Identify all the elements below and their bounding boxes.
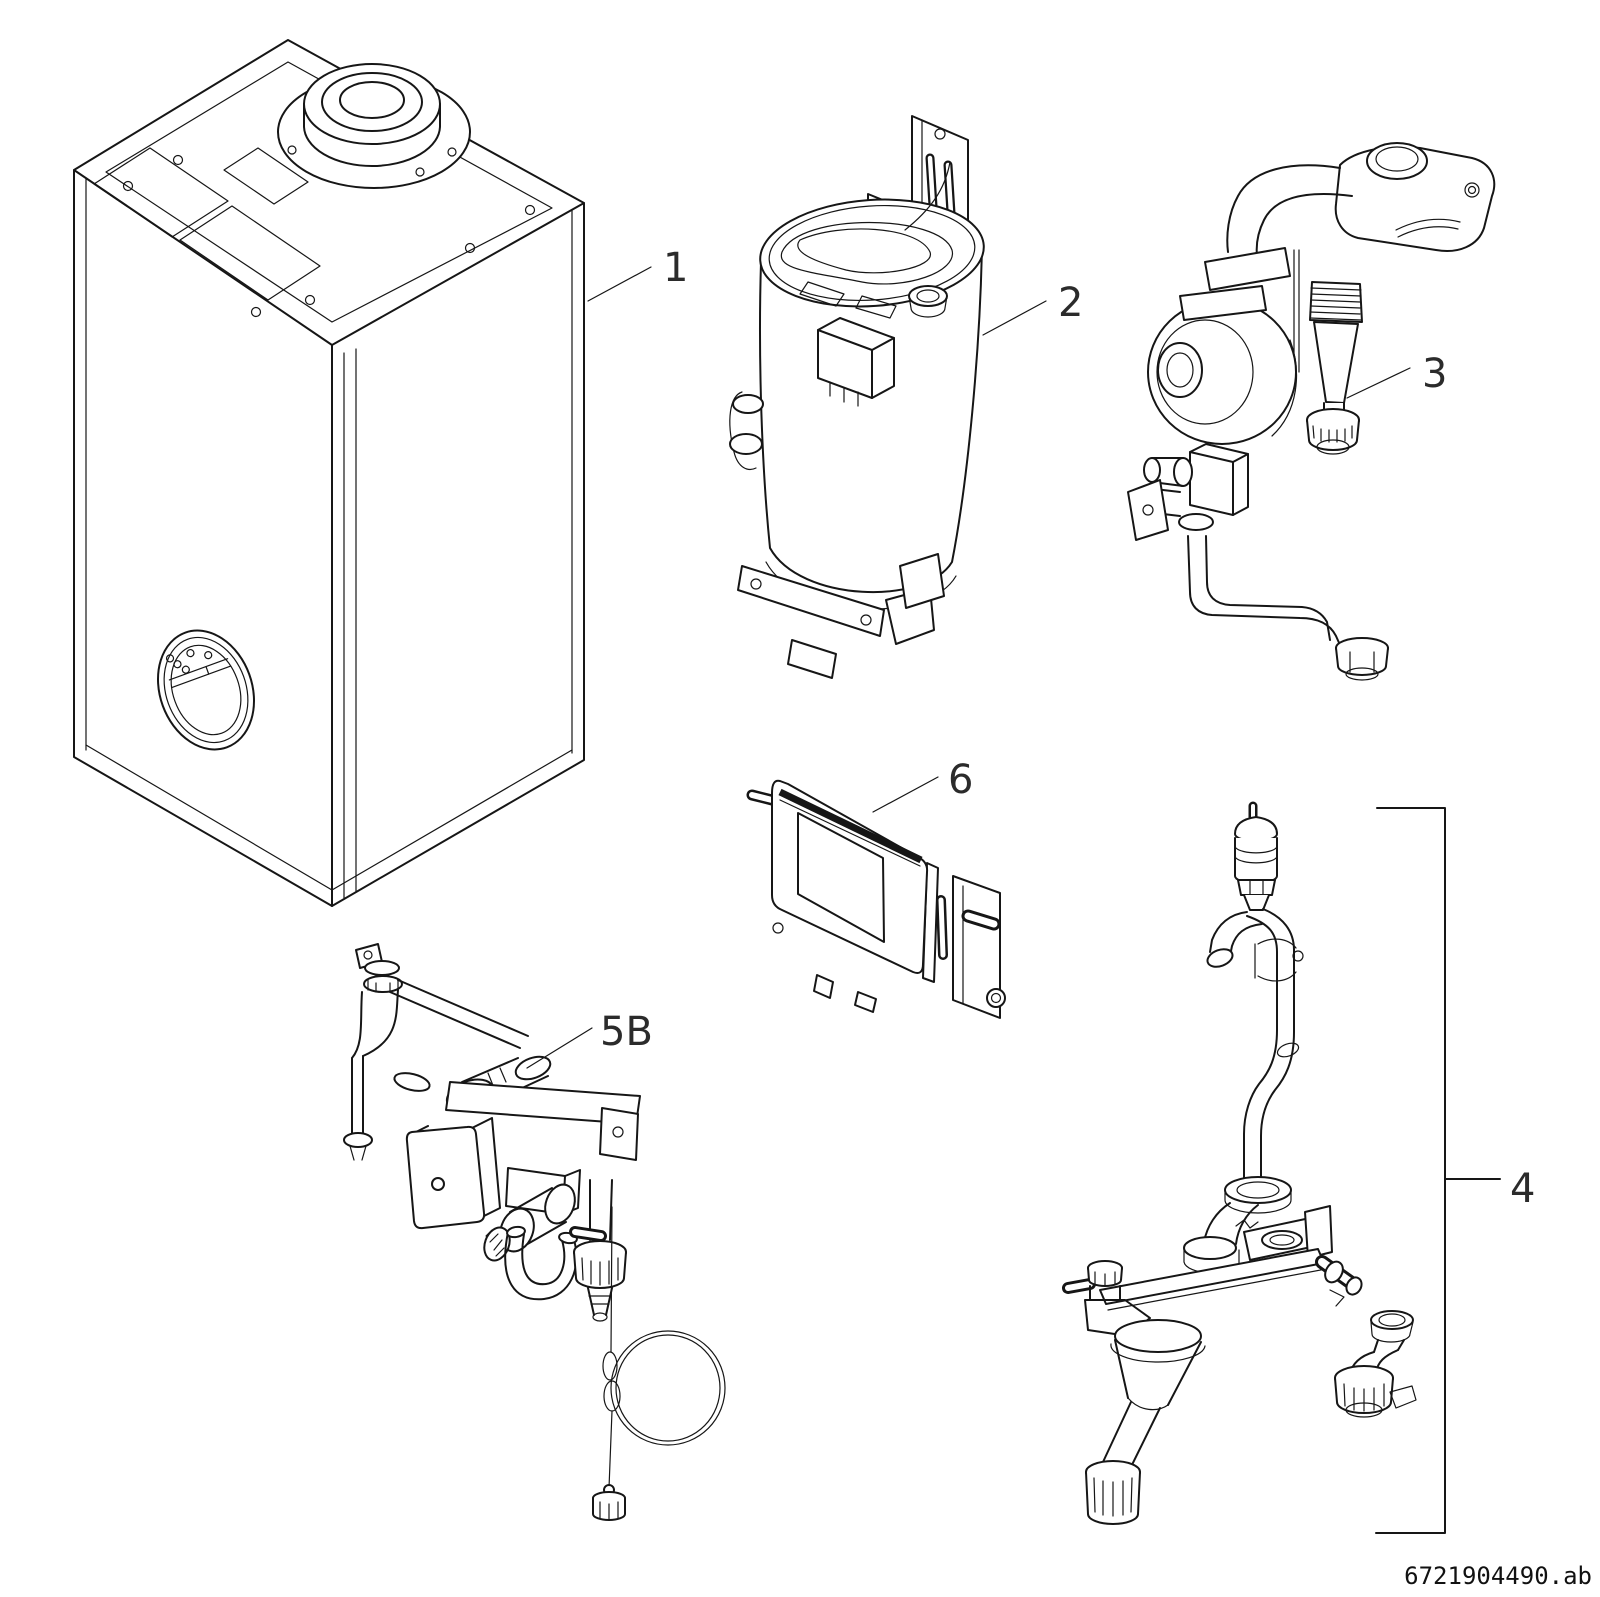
callout-label-3: 3 bbox=[1422, 351, 1447, 397]
callout-label-4: 4 bbox=[1510, 1166, 1535, 1212]
callout-label-5b: 5B bbox=[600, 1009, 653, 1055]
callout-3: 3 bbox=[1346, 351, 1447, 399]
callout-4-bracket: 4 bbox=[1375, 807, 1535, 1534]
part-2-heat-exchanger bbox=[729, 115, 985, 679]
callout-label-2: 2 bbox=[1058, 280, 1083, 326]
callout-5b: 5B bbox=[526, 1009, 653, 1069]
part-4-pipe-group bbox=[1062, 801, 1417, 1525]
callout-label-6: 6 bbox=[948, 757, 973, 803]
flue-collar bbox=[277, 63, 471, 189]
callout-1: 1 bbox=[587, 245, 688, 302]
sight-glass bbox=[157, 629, 255, 751]
callout-2: 2 bbox=[982, 280, 1083, 336]
part-6-control-unit bbox=[746, 779, 1006, 1019]
part-5b-hydraulic-pump-group bbox=[343, 943, 726, 1521]
part-3-fan-gas-assembly bbox=[1127, 142, 1496, 681]
callout-label-1: 1 bbox=[663, 245, 688, 291]
callout-6: 6 bbox=[872, 757, 973, 813]
document-code: 6721904490.ab bbox=[1404, 1562, 1592, 1590]
part-1-boiler-casing bbox=[73, 39, 585, 907]
